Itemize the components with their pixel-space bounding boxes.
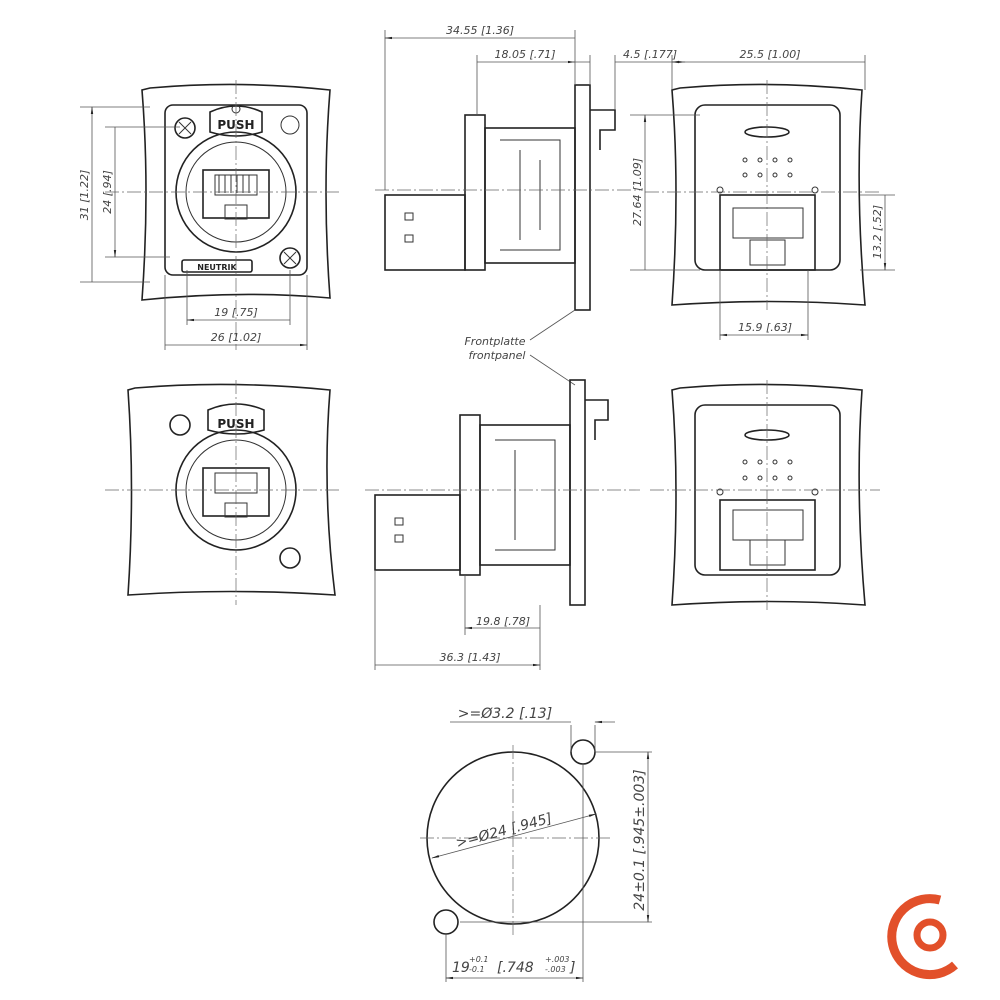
tol-minus: -0.1 — [469, 965, 485, 974]
side-view-bottom: 19.8 [.78] 36.3 [1.43] — [365, 379, 640, 670]
rear-view-top: 27.64 [1.09] 13.2 [.52] 15.9 [.63] 25.5 … — [630, 48, 895, 340]
body-length-dim: 18.05 [.71] — [494, 48, 555, 61]
hole-pitch-h-dim: 19 [.75] — [214, 306, 258, 319]
screw-icon — [279, 547, 301, 569]
frontpanel-label-en: frontpanel — [469, 349, 526, 362]
rear-width-dim: 25.5 [1.00] — [739, 48, 800, 61]
body-length-dim: 19.8 [.78] — [476, 615, 530, 628]
rear-view-bottom — [650, 380, 880, 610]
screw-icon — [279, 247, 301, 269]
panel-cutout: >=Ø24 [.945] >=Ø3.2 [.13] 24±0.1 [.945±.… — [420, 706, 652, 982]
main-hole-dim: >=Ø24 [.945] — [454, 811, 554, 852]
screw-hole-dim: >=Ø3.2 [.13] — [458, 706, 552, 722]
side-view-top: 34.55 [1.36] 18.05 [.71] 4.5 [.177] — [375, 24, 685, 311]
screw-icon — [169, 414, 191, 436]
inch-close: ] — [569, 960, 575, 976]
front-view-alt: PUSH — [105, 380, 340, 605]
panel-thickness-dim: 4.5 [.177] — [623, 48, 677, 61]
vertical-pitch-dim: 24±0.1 [.945±.003] — [632, 769, 648, 910]
hole-pitch-v-dim: 24 [.94] — [101, 170, 114, 214]
brand-label: NEUTRIK — [197, 263, 237, 272]
frontpanel-label-de: Frontplatte — [464, 335, 525, 348]
jack-width-dim: 15.9 [.63] — [738, 321, 792, 334]
front-view-push: PUSH NEUTRIK 31 [1.22] 24 [.94] 19 [.75]… — [78, 80, 340, 350]
approval-mark-icon — [280, 115, 300, 135]
jack-height-dim: 13.2 [.52] — [871, 205, 884, 259]
inch-tol-minus: -.003 — [545, 965, 566, 974]
overall-length-dim: 36.3 [1.43] — [439, 651, 500, 664]
inch-tol-plus: +.003 — [545, 955, 570, 964]
horizontal-pitch-dim: 19 — [452, 960, 470, 976]
height-dim: 31 [1.22] — [78, 170, 91, 221]
horizontal-pitch-inch: [.748 — [497, 960, 534, 976]
height-dim: 27.64 [1.09] — [631, 158, 644, 226]
tol-plus: +0.1 — [469, 955, 488, 964]
width-dim: 26 [1.02] — [211, 331, 262, 344]
overall-length-dim: 34.55 [1.36] — [446, 24, 514, 37]
screw-icon — [174, 117, 196, 139]
brand-logo — [887, 894, 958, 980]
